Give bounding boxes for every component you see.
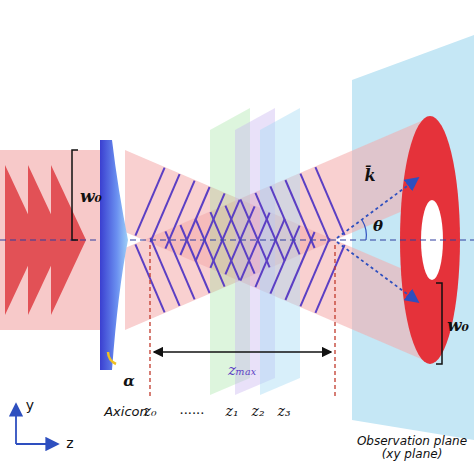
- angle-label: θ: [373, 218, 383, 235]
- position-label: z₂: [252, 404, 265, 419]
- axis-label: z: [66, 436, 73, 451]
- wavefront-line: [270, 226, 299, 294]
- position-label: z₃: [278, 404, 291, 419]
- wavefront-line: [285, 232, 314, 300]
- w0-bracket-right: [436, 283, 442, 364]
- wavevector-label: k̄: [364, 167, 375, 185]
- axicon-lens: [100, 140, 128, 370]
- w0-bracket: [72, 150, 78, 240]
- zmax-arrow: [154, 351, 331, 352]
- wavefront-line: [165, 231, 194, 299]
- wavefront-line: [210, 212, 239, 280]
- ellipsis: ......: [180, 403, 205, 417]
- wavefront-line: [270, 186, 299, 254]
- wavefront-line: [285, 180, 314, 248]
- optical-axis: [0, 239, 474, 240]
- beam-waist-label: w₀: [447, 316, 469, 335]
- k-vector: [337, 178, 418, 238]
- wavefront-line: [255, 193, 284, 261]
- position-label: z₁: [226, 404, 239, 419]
- theta-arc: [362, 220, 366, 240]
- wavefront-line: [135, 168, 164, 236]
- wavefront-line: [315, 245, 344, 313]
- axis-label: y: [26, 398, 34, 413]
- beam-waist-label: w₀: [80, 187, 102, 206]
- wavefront-line: [300, 238, 329, 306]
- zmax-marker: [334, 245, 335, 397]
- range-label: zₘₐₓ: [228, 362, 256, 379]
- wavefront-line: [315, 167, 344, 235]
- wavefront-line: [210, 200, 239, 268]
- alpha-arc: [108, 352, 116, 364]
- observation-plane: [352, 35, 474, 440]
- plane-label: Observation plane (xy plane): [352, 435, 472, 461]
- angle-label: α: [123, 373, 135, 390]
- wavefront-line: [195, 219, 224, 287]
- y-axis: [15, 404, 17, 444]
- wavefront-line: [240, 213, 269, 281]
- z-axis: [16, 443, 58, 445]
- wavefront-line: [180, 225, 209, 293]
- wavefront-line: [180, 187, 209, 255]
- wavefront-line: [240, 199, 269, 267]
- z0-marker: [149, 245, 150, 397]
- component-label: Axicon: [104, 405, 148, 419]
- wavefront-line: [165, 181, 194, 249]
- wavefront-line: [300, 174, 329, 242]
- k-vector-lower: [337, 242, 418, 302]
